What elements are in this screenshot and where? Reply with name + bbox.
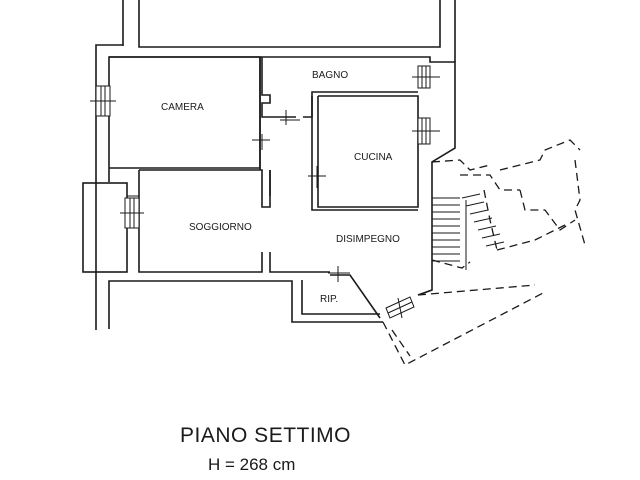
terrace-outline [382, 284, 546, 366]
adjacent-building-top [122, 0, 456, 62]
room-cucina [308, 95, 419, 211]
room-camera [109, 56, 270, 170]
stair-treads-right [461, 193, 505, 270]
room-bagno [261, 57, 418, 125]
window-camera [90, 85, 116, 117]
window-bagno [412, 65, 440, 89]
window-cucina [412, 117, 440, 145]
stair-treads-left [432, 197, 460, 262]
label-soggiorno: SOGGIORNO [189, 222, 252, 233]
room-soggiorno [138, 169, 330, 273]
label-disimpegno: DISIMPEGNO [336, 234, 400, 245]
window-soggiorno [120, 197, 144, 229]
label-cucina: CUCINA [354, 152, 393, 163]
floor-title: PIANO SETTIMO [180, 424, 352, 447]
room-rip [301, 266, 381, 319]
outer-walls [95, 44, 456, 330]
label-bagno: BAGNO [312, 70, 348, 81]
staircase [431, 139, 586, 270]
windows [90, 65, 440, 319]
label-camera: CAMERA [161, 102, 204, 113]
label-rip: RIP. [320, 294, 338, 305]
floor-height: H = 268 cm [208, 455, 296, 474]
window-disimpegno [385, 296, 415, 319]
